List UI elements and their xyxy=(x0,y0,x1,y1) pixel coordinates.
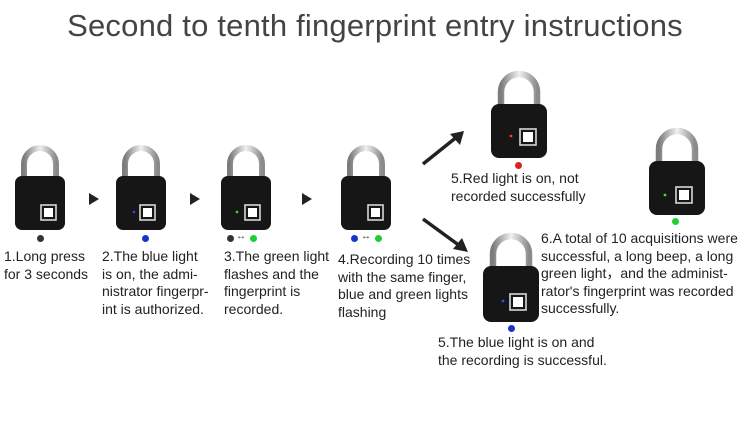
caption-line: nistrator fingerpr- xyxy=(102,283,209,299)
green-light-indicator xyxy=(375,235,382,242)
branch-down-arrow-icon xyxy=(420,216,472,261)
red-light-indicator xyxy=(515,162,522,169)
caption-line: is on, the admi- xyxy=(102,265,198,282)
caption-line: 5.The blue light is on and xyxy=(438,334,595,350)
page-title: Second to tenth fingerprint entry instru… xyxy=(67,8,683,43)
next-step-arrow-icon xyxy=(89,192,99,210)
blue-light-indicator xyxy=(142,235,149,242)
step-5-success-caption: 5.The blue light is on and the recording… xyxy=(438,334,607,369)
padlock-image-7-green xyxy=(648,127,706,217)
alternating-arrow-icon: ↔ xyxy=(236,231,246,242)
grey-light-indicator xyxy=(37,235,44,242)
step-6-caption: 6.A total of 10 acquisitions were succes… xyxy=(541,230,738,318)
caption-line: 5.Red light is on, not xyxy=(451,170,579,186)
step-4-caption: 4.Recording 10 times with the same finge… xyxy=(338,251,470,321)
green-light-indicator xyxy=(672,218,679,225)
caption-line: 3.The green light xyxy=(224,248,330,264)
step-2-caption: 2.The blue light is on, the admi- nistra… xyxy=(102,248,209,318)
green-light-indicator xyxy=(250,235,257,242)
next-step-arrow-icon xyxy=(302,192,312,210)
caption-line: the recording is successful. xyxy=(438,351,607,368)
step-3-caption: 3.The green light flashes and the finger… xyxy=(224,248,329,318)
grey-light-indicator xyxy=(227,235,234,242)
caption-line: green light，and the administ- xyxy=(541,265,728,281)
caption-line: flashing xyxy=(338,303,387,320)
caption-line: 1.Long press xyxy=(4,248,85,264)
caption-line: recorded successfully xyxy=(451,187,586,204)
caption-line: for 3 seconds xyxy=(4,265,89,282)
padlock-image-6-blue xyxy=(482,232,540,324)
padlock-image-5-red xyxy=(490,70,548,160)
caption-line: 6.A total of 10 acquisitions were xyxy=(541,230,738,246)
branch-up-arrow-icon xyxy=(420,128,468,173)
alternating-arrow-icon: ↔ xyxy=(361,231,371,242)
caption-line: 2.The blue light xyxy=(102,248,198,264)
step-1-caption: 1.Long press for 3 seconds xyxy=(4,248,88,283)
caption-line: rator's fingerprint was recorded xyxy=(541,282,734,299)
caption-line: 4.Recording 10 times xyxy=(338,251,471,267)
step-5-failure-caption: 5.Red light is on, not recorded successf… xyxy=(451,170,586,205)
blue-light-indicator xyxy=(508,325,515,332)
caption-line: fingerprint is xyxy=(224,283,301,299)
blue-light-indicator xyxy=(351,235,358,242)
caption-line: successfully. xyxy=(541,300,620,316)
caption-line: with the same finger, xyxy=(338,268,467,285)
padlock-image-4 xyxy=(340,142,392,232)
caption-line: blue and green lights xyxy=(338,286,468,302)
padlock-image-3 xyxy=(220,142,272,232)
next-step-arrow-icon xyxy=(190,192,200,210)
caption-line: int is authorized. xyxy=(102,300,204,317)
padlock-image-2 xyxy=(115,142,167,232)
padlock-image-1 xyxy=(14,142,66,232)
caption-line: recorded. xyxy=(224,300,284,317)
caption-line: flashes and the xyxy=(224,265,319,282)
caption-line: successful, a long beep, a long xyxy=(541,247,734,264)
